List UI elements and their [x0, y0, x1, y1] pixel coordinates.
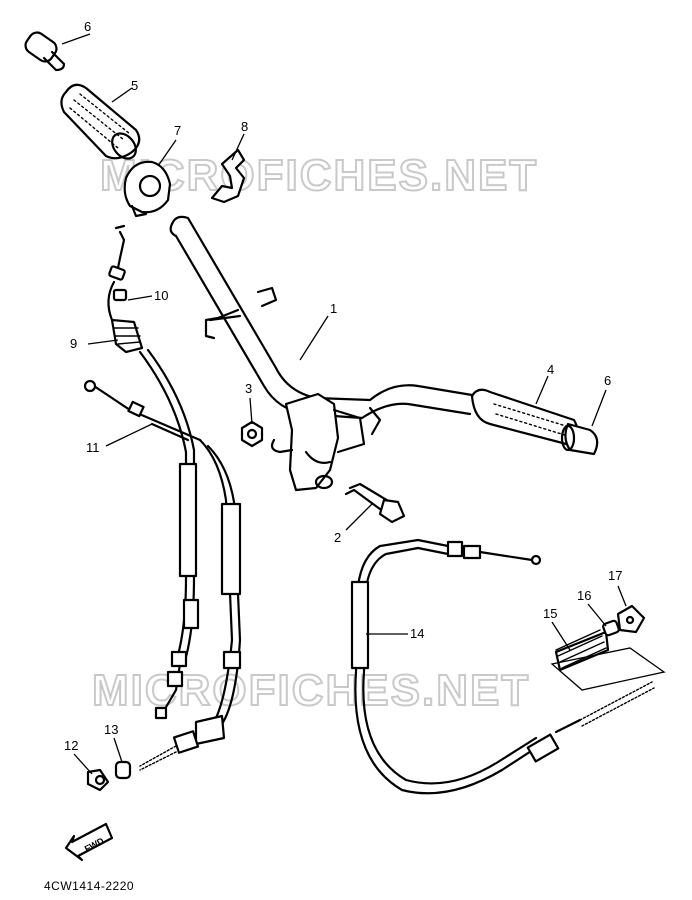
callout-6-right: 6 [604, 373, 611, 388]
part-12-fitting[interactable] [86, 768, 110, 792]
part-1-handlebar[interactable] [169, 215, 480, 492]
part-3-nut[interactable] [240, 420, 264, 448]
callout-8: 8 [241, 119, 248, 134]
leader-lines [61, 33, 627, 775]
callout-9: 9 [70, 336, 77, 351]
part-17-wing-nut[interactable] [616, 604, 646, 634]
part-9-throttle-cable[interactable] [107, 280, 200, 720]
part-15-spring[interactable] [550, 629, 666, 691]
part-11-brake-cable[interactable] [83, 379, 242, 771]
part-10-adjuster[interactable] [108, 224, 128, 302]
callout-3: 3 [245, 381, 252, 396]
callout-4: 4 [547, 362, 554, 377]
callout-11: 11 [86, 440, 100, 455]
callout-10: 10 [154, 288, 168, 303]
part-8-clamp[interactable] [210, 148, 246, 204]
callout-7: 7 [174, 123, 181, 138]
callout-5: 5 [131, 78, 138, 93]
part-5-grip-left[interactable] [60, 83, 141, 163]
part-6-end-cap-right[interactable] [560, 422, 599, 456]
callout-16: 16 [577, 588, 591, 603]
callout-2: 2 [334, 530, 341, 545]
diagram-code: 4CW1414-2220 [44, 879, 134, 893]
callout-17: 17 [608, 568, 622, 583]
part-7-throttle-housing[interactable] [123, 160, 172, 218]
callout-6-left: 6 [84, 19, 91, 34]
callout-14: 14 [410, 626, 424, 641]
callout-1: 1 [330, 301, 337, 316]
part-2-bolt[interactable] [344, 482, 406, 524]
part-13-fitting[interactable] [114, 760, 132, 780]
callout-labels: 6 5 7 8 1 4 6 3 2 10 9 11 14 15 16 17 12… [64, 19, 622, 753]
watermark-top: MICROFICHES.NET [100, 151, 538, 200]
forward-arrow-icon: FWD [64, 822, 114, 862]
part-16-nut[interactable] [602, 619, 620, 637]
part-6-end-cap-left[interactable] [22, 29, 66, 72]
part-14-rear-cable[interactable] [350, 538, 655, 795]
callout-13: 13 [104, 722, 118, 737]
callout-15: 15 [543, 606, 557, 621]
callout-12: 12 [64, 738, 78, 753]
